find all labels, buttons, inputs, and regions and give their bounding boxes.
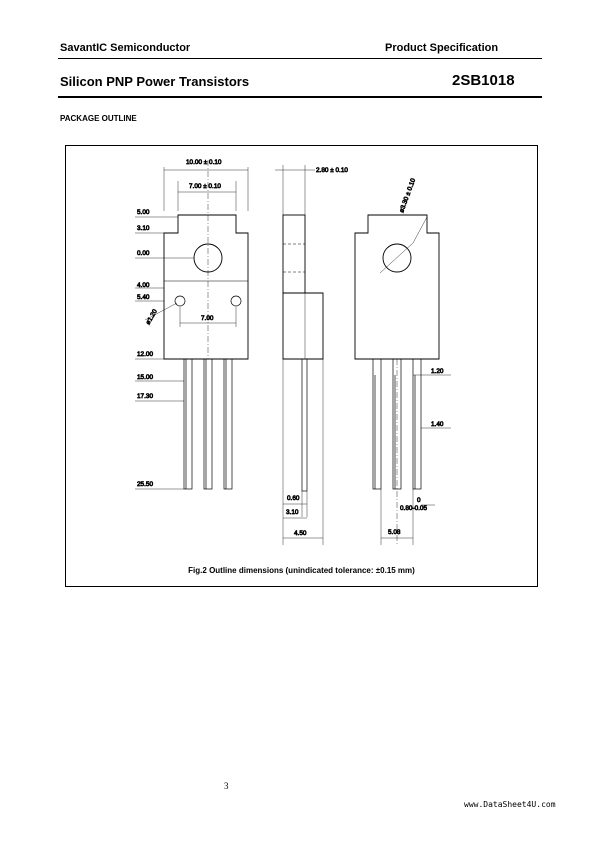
dim-level-25-50: 25.50: [137, 481, 153, 488]
front-view: [135, 160, 249, 490]
dim-level-5-40: 5.40: [137, 294, 150, 301]
dim-tolerance-zero: 0: [417, 497, 421, 504]
page-number: 3: [224, 781, 229, 791]
section-title: PACKAGE OUTLINE: [60, 114, 137, 123]
dim-level-12-00: 12.00: [137, 351, 153, 358]
dim-thickness: 2.80 ± 0.10: [316, 167, 348, 174]
dim-level-5-00: 5.00: [137, 209, 150, 216]
dim-level-17-30: 17.30: [137, 393, 153, 400]
package-outline-drawing: 10.00 ± 0.10 7.00 ± 0.10 5.00 3.10 0.00 …: [135, 159, 451, 545]
dim-hole-diameter-large: ø3.30 ± 0.10: [398, 177, 417, 213]
dim-level-0-00: 0.00: [137, 250, 150, 257]
company-name: SavantIC Semiconductor: [60, 42, 191, 54]
spec-label: Product Specification: [385, 42, 499, 54]
dim-pin-width-2: 1.40: [431, 421, 444, 428]
dim-level-15-00: 15.00: [137, 374, 153, 381]
document-title: Silicon PNP Power Transistors: [60, 74, 250, 89]
figure-caption: Fig.2 Outline dimensions (unindicated to…: [188, 566, 415, 575]
website-link[interactable]: www.DataSheet4U.com: [464, 800, 556, 809]
dim-hole-diameter-small: ø1.20: [145, 308, 159, 326]
dim-offset: 3.10: [286, 509, 299, 516]
side-view: [275, 165, 324, 545]
dim-lead: 0.60: [287, 495, 300, 502]
dim-width-outer: 10.00 ± 0.10: [186, 159, 222, 166]
part-number: 2SB1018: [452, 72, 515, 89]
back-view: [354, 214, 451, 545]
figure-frame: [65, 145, 538, 587]
dim-depth: 4.50: [294, 530, 307, 537]
dim-pin-thickness: 0.80-0.05: [400, 505, 427, 512]
dim-width-inner: 7.00 ± 0.10: [189, 183, 221, 190]
header-rule: [58, 58, 542, 59]
dim-pitch: 5.08: [388, 529, 401, 536]
dim-level-3-10: 3.10: [137, 225, 150, 232]
dim-level-4-00: 4.00: [137, 282, 150, 289]
dim-hole-spacing: 7.00: [201, 315, 214, 322]
dim-pin-width-1: 1.20: [431, 368, 444, 375]
title-rule: [58, 96, 542, 98]
